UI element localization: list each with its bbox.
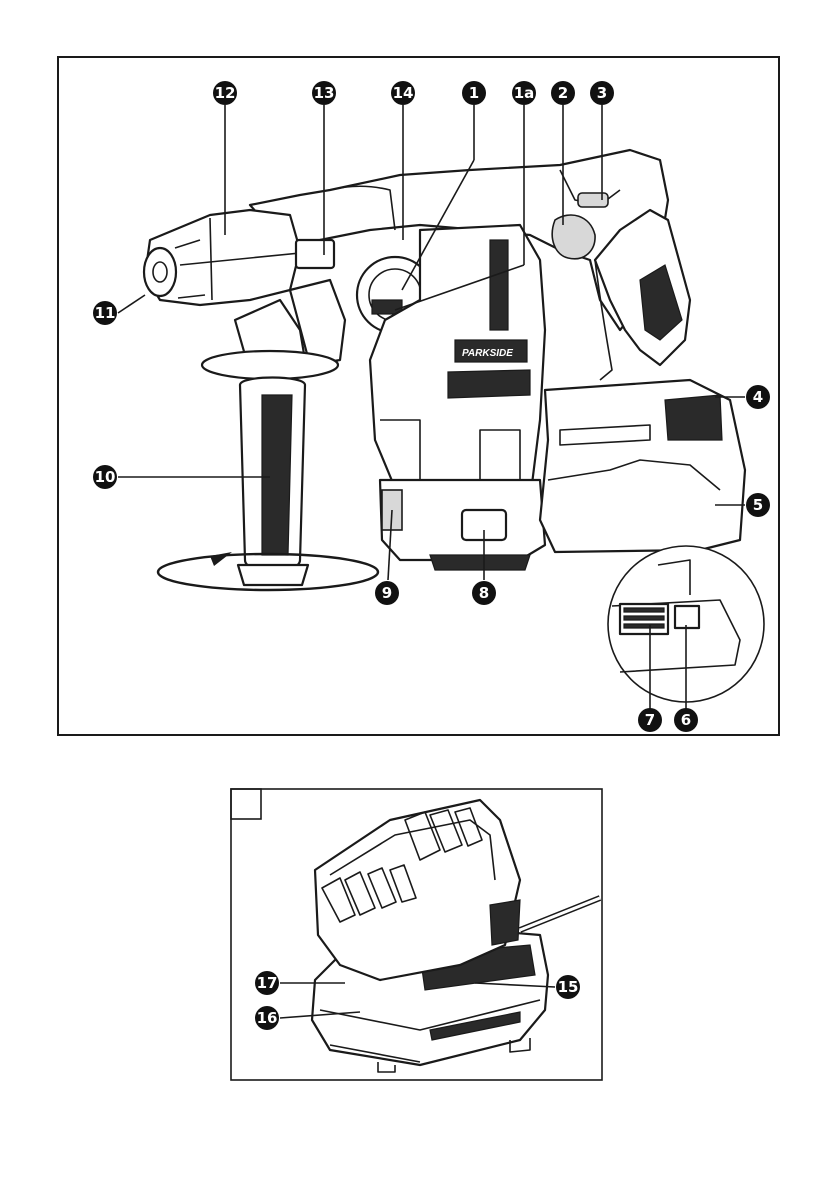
aux-handle-guard [202, 351, 338, 379]
callout-9: 9 [375, 581, 399, 605]
callout-15: 15 [556, 975, 580, 999]
callout-12: 12 [213, 81, 237, 105]
callout-2: 2 [551, 81, 575, 105]
aux-handle-end [238, 565, 308, 585]
svg-text:17: 17 [257, 974, 278, 992]
chuck-front [144, 248, 176, 296]
callout-17: 17 [255, 971, 279, 995]
svg-text:16: 16 [257, 1009, 278, 1027]
svg-text:9: 9 [382, 584, 392, 602]
callout-5: 5 [746, 493, 770, 517]
svg-text:14: 14 [393, 84, 414, 102]
callout-10: 10 [93, 465, 117, 489]
callout-1: 1 [462, 81, 486, 105]
callout-1a: 1a [512, 81, 536, 105]
foot-tread [430, 555, 530, 570]
svg-text:11: 11 [95, 304, 116, 322]
rotation-arrow-head [210, 552, 232, 566]
detail-charge-bars [624, 608, 664, 628]
svg-text:1a: 1a [514, 84, 535, 102]
callout-3: 3 [590, 81, 614, 105]
svg-text:3: 3 [597, 84, 607, 102]
detail-charge-button [675, 606, 699, 628]
svg-text:12: 12 [215, 84, 236, 102]
callout-16: 16 [255, 1006, 279, 1030]
brand-label-vertical [490, 240, 508, 330]
on-off-switch [552, 215, 595, 259]
figure2-letter-box [231, 789, 261, 819]
aux-handle-grip-pattern [262, 395, 292, 555]
battery-grip-texture [665, 395, 722, 440]
svg-text:5: 5 [753, 496, 763, 514]
brand-text: PARKSIDE [462, 348, 513, 359]
svg-text:7: 7 [645, 711, 655, 729]
svg-text:2: 2 [558, 84, 568, 102]
battery-release-grip [490, 900, 520, 945]
callout-14: 14 [391, 81, 415, 105]
rotary-hammer-illustration: PARKSIDE [144, 150, 764, 702]
svg-text:10: 10 [95, 468, 116, 486]
battery-on-charger [315, 800, 520, 980]
charger-cable-inner [520, 898, 600, 930]
vent-slots [448, 370, 530, 398]
callout-4: 4 [746, 385, 770, 409]
depth-stop-clamp [296, 240, 334, 268]
svg-text:6: 6 [681, 711, 691, 729]
callout-11: 11 [93, 301, 117, 325]
callout-7: 7 [638, 708, 662, 732]
charger-with-battery-illustration [312, 800, 600, 1072]
svg-text:15: 15 [558, 978, 579, 996]
svg-text:1: 1 [469, 84, 479, 102]
svg-text:8: 8 [479, 584, 489, 602]
svg-text:13: 13 [314, 84, 335, 102]
svg-text:4: 4 [753, 388, 763, 406]
callout-13: 13 [312, 81, 336, 105]
callout-6: 6 [674, 708, 698, 732]
switch-lock [578, 193, 608, 207]
callout-8: 8 [472, 581, 496, 605]
